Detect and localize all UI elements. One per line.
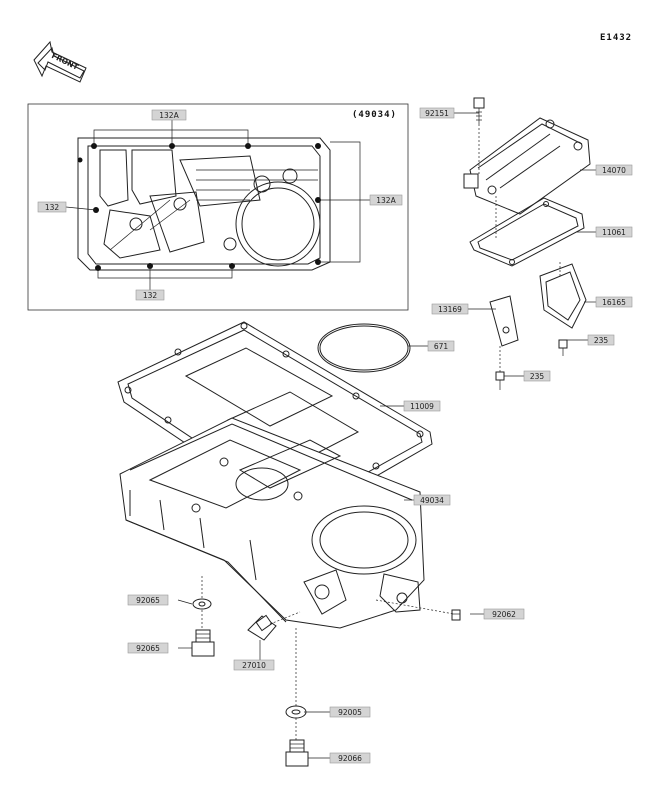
breather-plate: [539, 263, 587, 329]
breather-gasket: [469, 197, 585, 267]
bracket: [489, 295, 519, 347]
label-11061: 11061: [595, 226, 633, 238]
label-11009: 11009: [403, 400, 441, 412]
svg-text:14070: 14070: [602, 166, 626, 175]
label-671: 671: [427, 340, 455, 352]
oil-pan-bottom-view: [77, 137, 331, 271]
label-235-right: 235: [587, 334, 615, 346]
svg-text:132: 132: [143, 291, 158, 300]
svg-text:11009: 11009: [410, 402, 434, 411]
svg-text:92065: 92065: [136, 644, 160, 653]
label-92005: 92005: [329, 706, 371, 718]
washer-92065: [192, 598, 212, 610]
svg-text:92151: 92151: [425, 109, 449, 118]
svg-text:92062: 92062: [492, 610, 516, 619]
plug-92062: [451, 609, 461, 621]
label-92066: 92066: [329, 752, 371, 764]
oil-pressure-switch: [247, 614, 277, 641]
label-132A-right: 132A: [369, 194, 403, 206]
svg-text:235: 235: [530, 372, 545, 381]
front-arrow-icon: FRONT: [33, 40, 87, 83]
label-92062: 92062: [483, 608, 525, 620]
svg-text:92066: 92066: [338, 754, 362, 763]
label-92065-plug: 92065: [127, 642, 169, 654]
svg-text:92065: 92065: [136, 596, 160, 605]
svg-text:11061: 11061: [602, 228, 626, 237]
label-132A-top: 132A: [151, 109, 187, 121]
label-14070: 14070: [595, 164, 633, 176]
inset-leaders: [65, 120, 370, 290]
svg-text:92005: 92005: [338, 708, 362, 717]
inset-frame: (49034): [27, 103, 409, 311]
svg-text:235: 235: [594, 336, 609, 345]
svg-text:16165: 16165: [602, 298, 626, 307]
svg-text:49034: 49034: [420, 496, 444, 505]
label-49034: 49034: [413, 494, 451, 506]
svg-text:27010: 27010: [242, 661, 266, 670]
svg-text:132A: 132A: [159, 111, 179, 120]
label-13169: 13169: [431, 303, 469, 315]
plug-92065: [191, 629, 215, 657]
label-132-left: 132: [37, 201, 67, 213]
label-92065-washer: 92065: [127, 594, 169, 606]
inset-label: (49034): [352, 110, 397, 120]
o-ring: [317, 323, 411, 373]
svg-text:132: 132: [45, 203, 60, 212]
svg-text:132A: 132A: [376, 196, 396, 205]
bolt-235-right: [558, 339, 568, 356]
drain-plug-92066: [285, 739, 309, 767]
label-235-lower: 235: [523, 370, 551, 382]
label-16165: 16165: [595, 296, 633, 308]
label-92151: 92151: [419, 107, 455, 119]
diagram-code: E1432: [600, 33, 632, 43]
label-132-bottom: 132: [135, 289, 165, 301]
svg-text:671: 671: [434, 342, 449, 351]
svg-text:13169: 13169: [438, 305, 462, 314]
oil-pan-gasket: [117, 321, 433, 521]
oil-pan: [119, 417, 425, 629]
washer-92005: [285, 705, 307, 719]
bolt-235-lower: [495, 371, 505, 390]
label-27010: 27010: [233, 659, 275, 671]
main-leaders: [177, 112, 596, 759]
breather-cover: [463, 97, 591, 215]
